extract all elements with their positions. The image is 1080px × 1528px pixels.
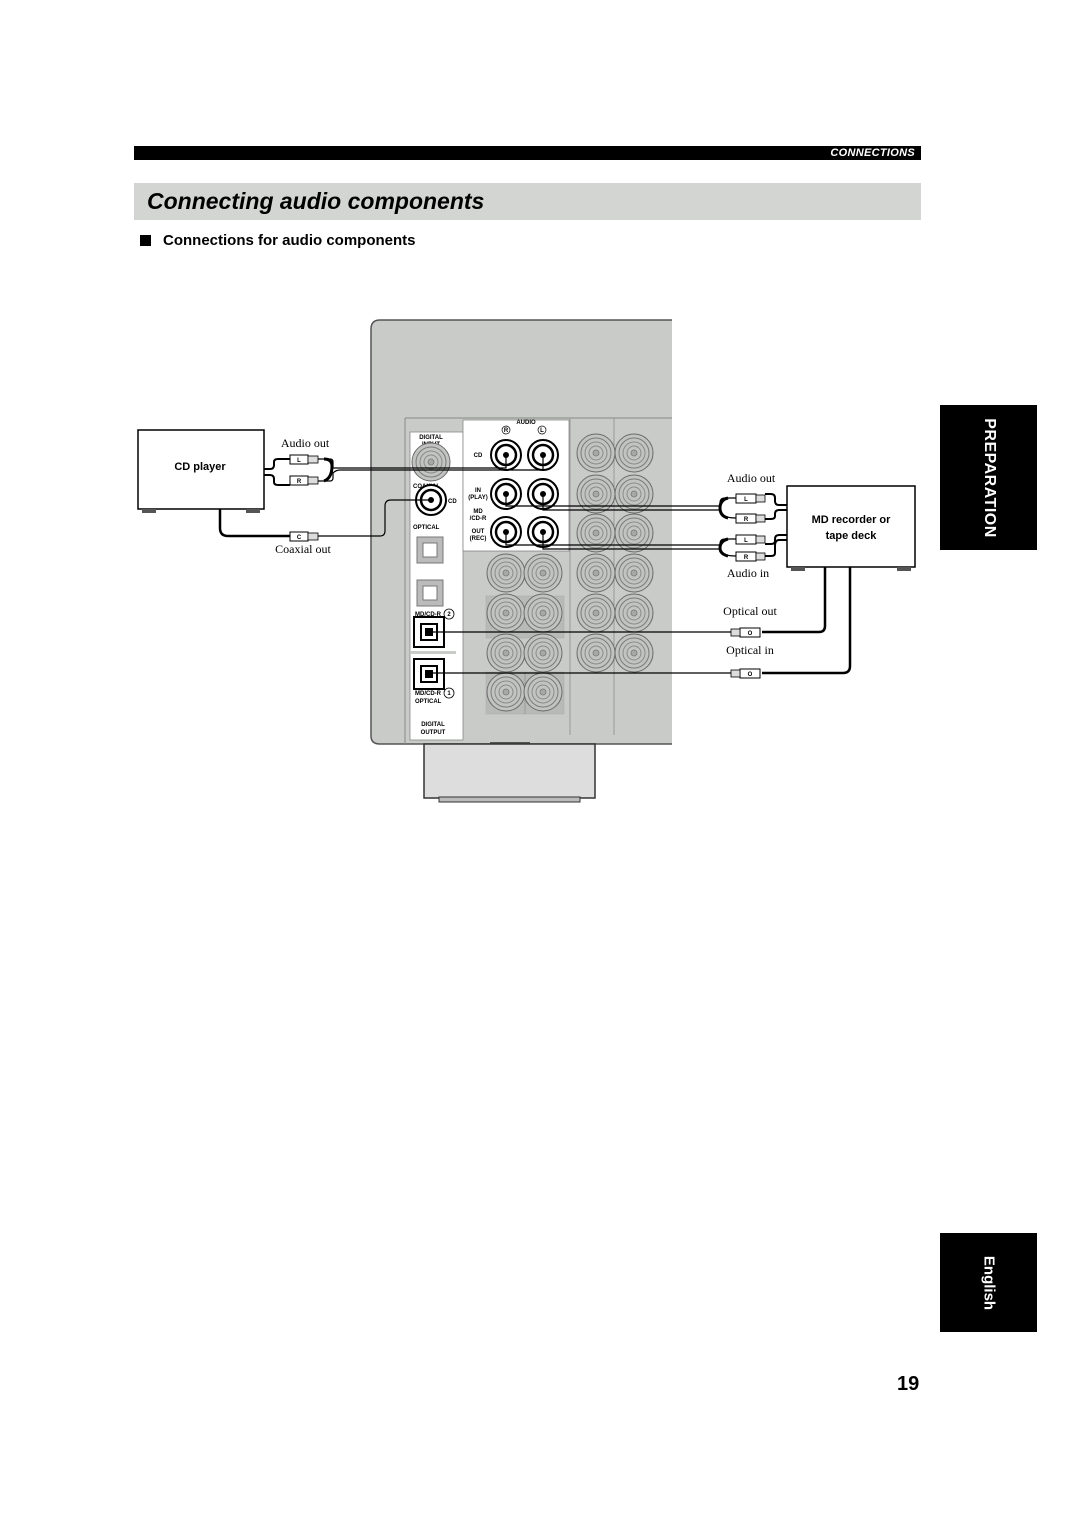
panel-cdr-label: /CD-R bbox=[470, 516, 487, 522]
panel-out-label: OUT bbox=[472, 529, 485, 535]
cd-player-label: CD player bbox=[174, 461, 226, 473]
section-label: CONNECTIONS bbox=[830, 147, 915, 159]
cd-coaxial-cable: C bbox=[218, 499, 431, 542]
md-optical-in-cable: O bbox=[429, 567, 852, 679]
md-audio-out-cable: L R bbox=[505, 493, 787, 524]
md-optical-output-port bbox=[413, 658, 445, 690]
cd-plug-c-label: C bbox=[297, 535, 302, 541]
md-optical-in-plug-label: O bbox=[748, 672, 753, 678]
md-optical-out-cable: O bbox=[429, 567, 827, 638]
subheading-text: Connections for audio components bbox=[163, 232, 416, 249]
panel-number-1: 1 bbox=[447, 691, 451, 697]
page-number: 19 bbox=[897, 1373, 920, 1395]
receiver-front-body bbox=[423, 743, 596, 799]
cd-plug-r-label: R bbox=[297, 479, 302, 485]
tab-preparation[interactable]: PREPARATION bbox=[940, 405, 1037, 550]
panel-jack-r-label: R bbox=[504, 428, 509, 434]
panel-play-label: (PLAY) bbox=[468, 495, 487, 501]
md-recorder-label-line2: tape deck bbox=[826, 530, 878, 542]
panel-audio-label: AUDIO bbox=[516, 420, 536, 426]
md-audio-in-label: Audio in bbox=[727, 566, 769, 580]
md-in-plug-l-label: L bbox=[744, 538, 748, 544]
cd-audio-out-label: Audio out bbox=[281, 436, 330, 450]
md-optical-out-label: Optical out bbox=[723, 604, 777, 618]
panel-digital-out-label: DIGITAL bbox=[421, 722, 445, 728]
panel-mdcdr-1-label: MD/CD-R bbox=[415, 691, 442, 697]
panel-rec-label: (REC) bbox=[470, 536, 487, 542]
section-header-bar: CONNECTIONS bbox=[134, 146, 921, 160]
panel-optical-out-label: OPTICAL bbox=[415, 699, 442, 705]
panel-jack-l-label: L bbox=[540, 428, 544, 434]
cd-audio-cable: L R bbox=[264, 454, 544, 486]
panel-number-2: 2 bbox=[447, 612, 451, 618]
panel-in-label: IN bbox=[475, 488, 481, 494]
cd-plug-l-label: L bbox=[297, 458, 301, 464]
cd-coaxial-out-label: Coaxial out bbox=[275, 542, 331, 556]
panel-cd-coax-label: CD bbox=[448, 499, 457, 505]
cd-player-box bbox=[137, 429, 265, 510]
panel-digital-label: DIGITAL bbox=[419, 435, 443, 441]
md-in-plug-r-label: R bbox=[744, 555, 749, 561]
md-audio-out-label: Audio out bbox=[727, 471, 776, 485]
md-optical-in-label: Optical in bbox=[726, 643, 774, 657]
md-recorder-box bbox=[786, 485, 916, 568]
square-bullet-icon bbox=[140, 235, 151, 246]
page-title-box: Connecting audio components bbox=[134, 183, 921, 220]
md-out-plug-l-label: L bbox=[744, 497, 748, 503]
tab-english[interactable]: English bbox=[940, 1233, 1037, 1332]
md-audio-in-cable: L R bbox=[505, 532, 787, 562]
panel-md-label: MD bbox=[473, 509, 483, 515]
md-out-plug-r-label: R bbox=[744, 517, 749, 523]
panel-mdcdr-2-label: MD/CD-R bbox=[415, 612, 442, 618]
panel-cd-audio-label: CD bbox=[474, 453, 483, 459]
subheading: Connections for audio components bbox=[140, 231, 416, 251]
panel-output-label: OUTPUT bbox=[421, 730, 446, 736]
panel-optical-label: OPTICAL bbox=[413, 525, 440, 531]
md-optical-out-plug-label: O bbox=[748, 631, 753, 637]
md-recorder-label-line1: MD recorder or bbox=[812, 514, 892, 526]
page-title: Connecting audio components bbox=[147, 188, 485, 214]
